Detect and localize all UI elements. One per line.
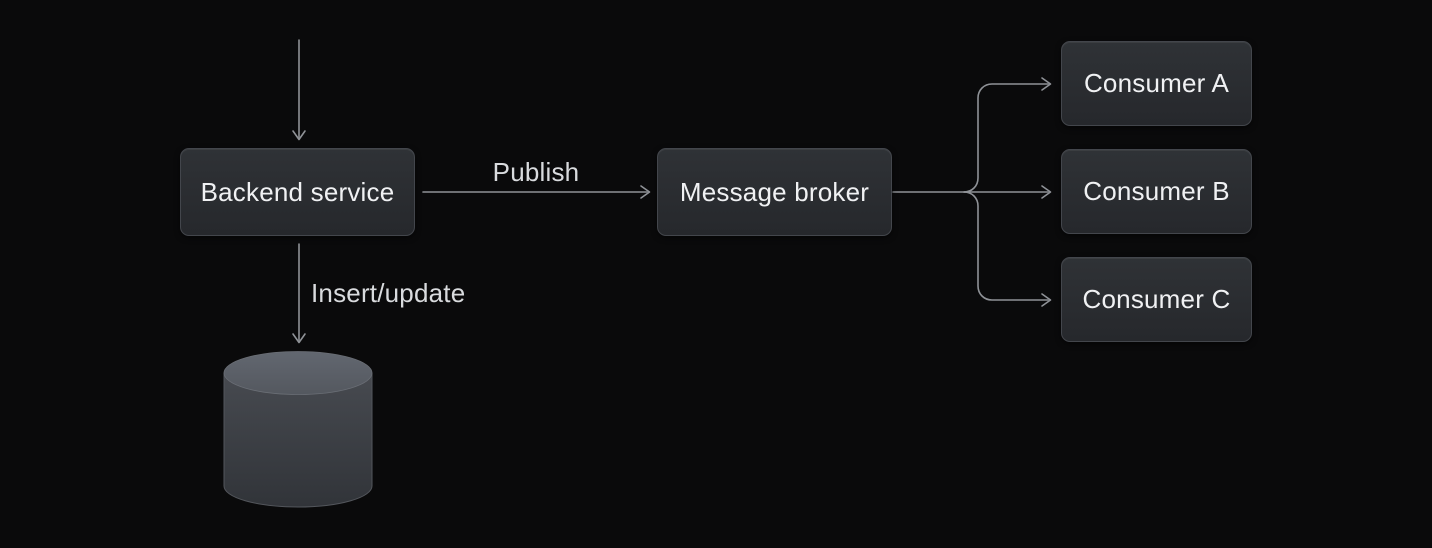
arrow-insert-update — [292, 243, 306, 344]
node-consumer-a: Consumer A — [1061, 41, 1252, 126]
edge-label-publish: Publish — [492, 157, 580, 187]
node-backend-service-label: Backend service — [200, 176, 395, 207]
arrow-inbound — [292, 39, 306, 141]
edge-label-insert-update: Insert/update — [311, 278, 466, 308]
node-consumer-c: Consumer C — [1061, 257, 1252, 342]
node-consumer-b-label: Consumer B — [1083, 176, 1230, 206]
node-consumer-b: Consumer B — [1061, 149, 1252, 234]
fanout-branch-a — [963, 83, 1049, 193]
node-consumer-c-label: Consumer C — [1082, 284, 1231, 314]
node-message-broker: Message broker — [657, 148, 892, 236]
node-backend-service: Backend service — [180, 148, 415, 236]
fanout-branch-c — [963, 191, 1049, 301]
arrow-fanout — [892, 77, 1052, 307]
node-consumer-a-label: Consumer A — [1083, 68, 1230, 98]
arrow-publish — [422, 185, 651, 199]
database-cylinder-icon — [223, 351, 373, 508]
node-message-broker-label: Message broker — [679, 176, 870, 207]
